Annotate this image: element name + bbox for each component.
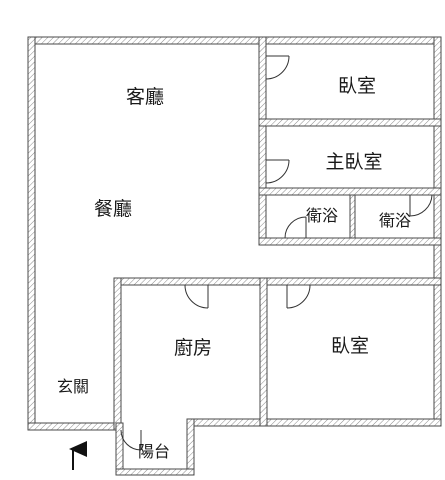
room-label-bath-right: 衛浴 (379, 211, 411, 230)
wall-kitchen-bedroom (259, 277, 268, 427)
room-label-bedroom-bottom: 臥室 (331, 335, 369, 357)
wall-bedroom-top-bottom (258, 118, 442, 127)
room-label-bath-left: 衛浴 (306, 206, 338, 225)
room-label-balcony: 陽台 (138, 442, 170, 461)
room-label-bedroom-top: 臥室 (338, 75, 376, 97)
wall-balcony-bottom (115, 468, 195, 476)
room-label-living: 客廳 (126, 86, 164, 108)
wall-balcony-left (115, 422, 124, 476)
wall-outer-bottom-right (193, 418, 442, 427)
door-bedroom-bottom (286, 284, 311, 309)
door-master-bedroom (265, 159, 290, 184)
wall-outer-bottom-left (27, 422, 124, 431)
wall-outer-right (433, 36, 442, 427)
wall-master-bottom (258, 187, 442, 196)
wall-outer-left (27, 36, 36, 431)
wall-outer-top (27, 36, 442, 45)
door-bath-right (409, 194, 433, 217)
room-label-kitchen: 廚房 (174, 336, 212, 359)
wall-kitchen-top (113, 277, 442, 286)
wall-kitchen-left (113, 277, 122, 431)
doors (120, 55, 433, 451)
room-label-dining: 餐廳 (94, 198, 132, 220)
wall-balcony-right (186, 418, 195, 476)
wall-bath-bottom (258, 237, 442, 246)
room-label-entrance: 玄關 (57, 377, 89, 396)
door-balcony (120, 429, 142, 451)
door-kitchen (184, 284, 209, 309)
room-labels: 客廳 餐廳 玄關 臥室 主臥室 衛浴 衛浴 廚房 臥室 陽台 (57, 75, 411, 461)
door-bedroom-top (265, 55, 290, 80)
room-label-master-bedroom: 主臥室 (325, 151, 382, 173)
walls (27, 36, 442, 476)
wall-living-right (258, 36, 267, 246)
door-bath-left (284, 216, 307, 239)
